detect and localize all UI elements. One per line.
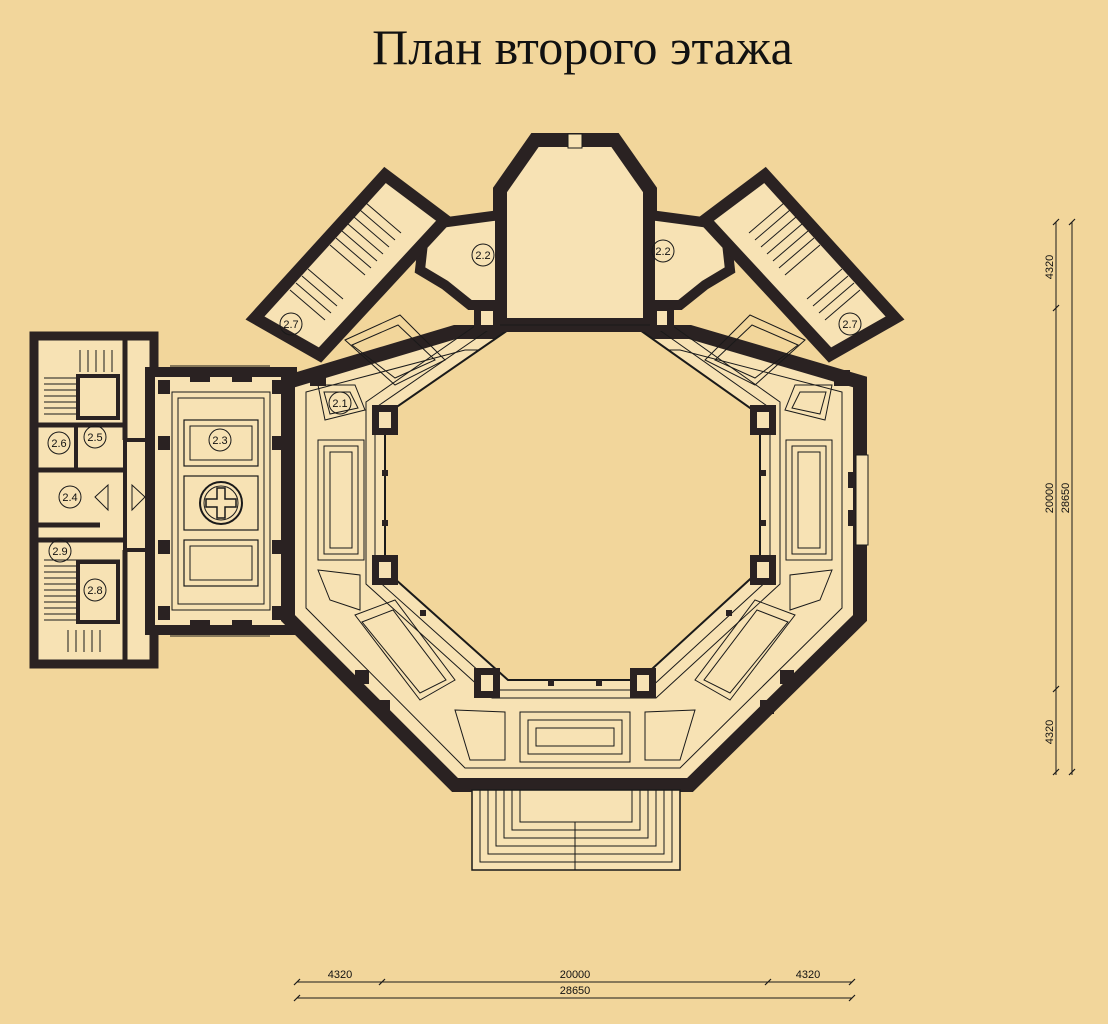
- right-dimension-lines: 4320 20000 4320 28650: [1044, 218, 1076, 776]
- room-label-2-1: 2.1: [328, 391, 352, 415]
- room-label-2-2-left: 2.2: [471, 243, 495, 267]
- dim-bottom-left: 4320: [328, 969, 352, 981]
- svg-text:2.8: 2.8: [87, 585, 102, 597]
- svg-text:2.7: 2.7: [283, 319, 298, 331]
- rooms-2-2: [414, 209, 736, 310]
- main-octagon: [281, 305, 869, 792]
- dim-right-top: 4320: [1044, 255, 1056, 279]
- room-label-2-5: 2.5: [83, 425, 107, 449]
- svg-text:2.4: 2.4: [62, 492, 77, 504]
- bottom-dimension-lines: 4320 20000 4320 28650: [293, 969, 856, 1002]
- ne-stair-tower: [696, 166, 905, 363]
- dim-bottom-right: 4320: [796, 969, 820, 981]
- room-label-2-8: 2.8: [83, 578, 107, 602]
- south-steps: [471, 789, 681, 871]
- room-label-2-7-left: 2.7: [279, 312, 303, 336]
- dim-bottom-middle: 20000: [560, 969, 591, 981]
- svg-text:2.7: 2.7: [842, 319, 857, 331]
- svg-text:2.6: 2.6: [51, 438, 66, 450]
- room-label-2-7-right: 2.7: [838, 312, 862, 336]
- dim-right-total: 28650: [1060, 483, 1072, 514]
- svg-text:2.9: 2.9: [52, 546, 67, 558]
- room-label-2-6: 2.6: [47, 431, 71, 455]
- room-label-2-2-right: 2.2: [651, 239, 675, 263]
- room-labels: 2.1 2.2 2.2 2.3 2.4 2.5 2.6 2.7: [47, 239, 862, 602]
- svg-text:2.1: 2.1: [332, 398, 347, 410]
- dim-bottom-total: 28650: [560, 985, 591, 997]
- room-label-2-4: 2.4: [58, 485, 82, 509]
- svg-text:2.2: 2.2: [475, 250, 490, 262]
- svg-text:2.2: 2.2: [655, 246, 670, 258]
- room-label-2-3: 2.3: [208, 428, 232, 452]
- nw-stair-tower: [245, 166, 454, 363]
- north-apse: [493, 133, 657, 332]
- west-hall: [145, 365, 297, 637]
- room-label-2-9: 2.9: [48, 539, 72, 563]
- plan-title: План второго этажа: [372, 19, 793, 75]
- west-annex: [29, 331, 159, 669]
- dim-right-middle: 20000: [1044, 483, 1056, 514]
- dim-right-bottom: 4320: [1044, 720, 1056, 744]
- svg-text:2.3: 2.3: [212, 435, 227, 447]
- svg-text:2.5: 2.5: [87, 432, 102, 444]
